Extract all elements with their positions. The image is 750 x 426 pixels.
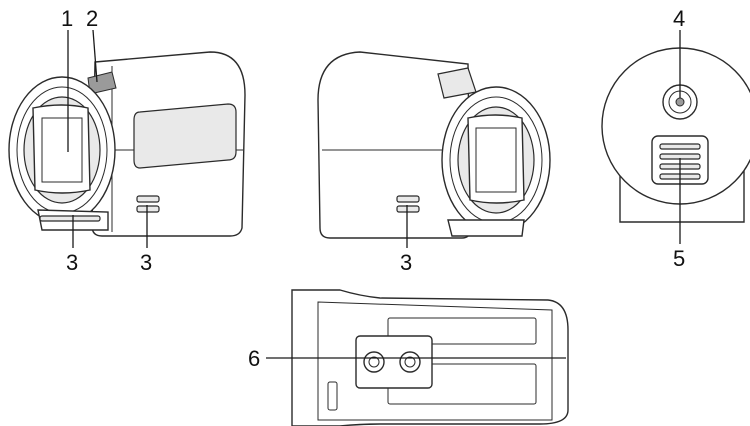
callout-4: 4 xyxy=(673,6,685,31)
callout-3-front-foot: 3 xyxy=(66,250,78,275)
leader-lines xyxy=(67,29,681,359)
callout-3-front-side: 3 xyxy=(140,250,152,275)
callout-6: 6 xyxy=(248,346,260,371)
callout-1: 1 xyxy=(61,6,73,31)
callout-5: 5 xyxy=(673,246,685,271)
camera-rear-view xyxy=(317,51,551,239)
camera-front-view xyxy=(8,51,246,237)
callout-3-rear-side: 3 xyxy=(400,250,412,275)
camera-back-view xyxy=(601,47,750,223)
callout-2: 2 xyxy=(86,6,98,31)
